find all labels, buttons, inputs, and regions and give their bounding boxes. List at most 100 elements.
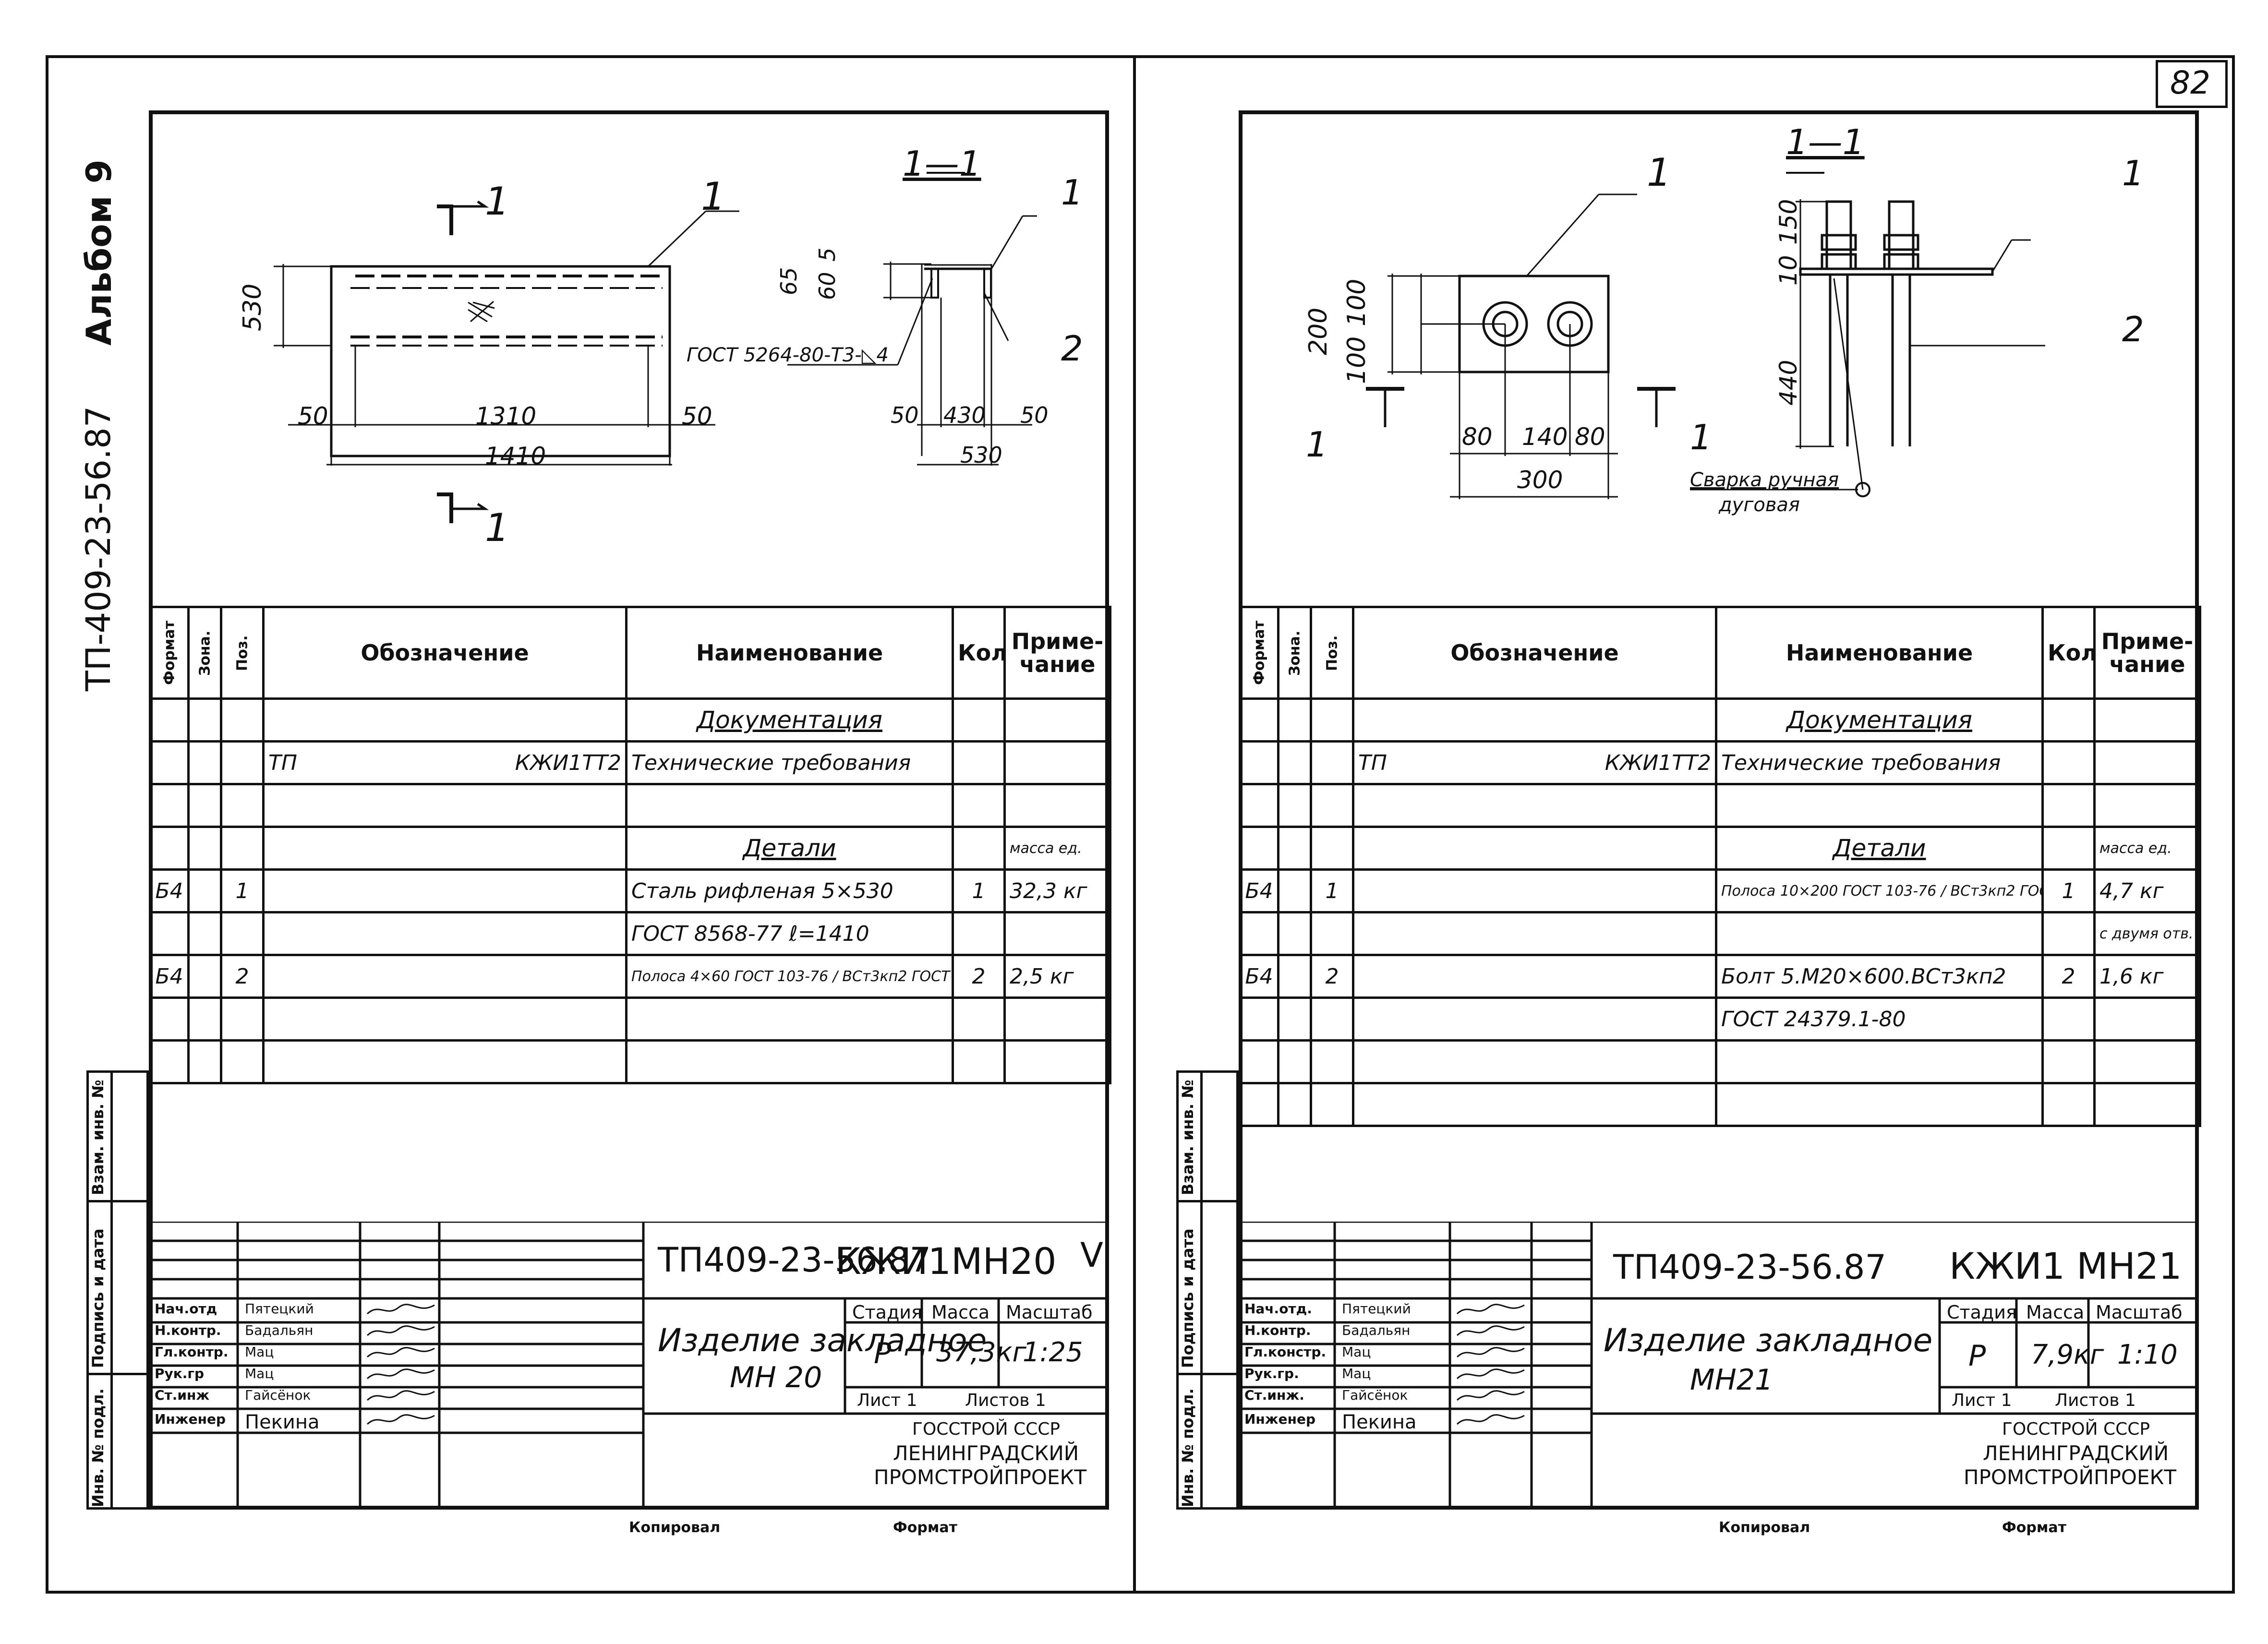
- row-qty: [2041, 783, 2096, 828]
- table-row: [149, 996, 1111, 1042]
- left-stamp-podpis: Подпись и дата: [89, 1228, 107, 1368]
- row-name: Документация: [625, 697, 954, 743]
- signature-name: Гайсёнок: [245, 1387, 311, 1403]
- row-pos: [1310, 1039, 1354, 1084]
- left-side-stamp: [86, 1070, 149, 1510]
- row-pos: [220, 1039, 265, 1084]
- right-sheets: Листов 1: [2055, 1391, 2136, 1410]
- row-pos: [220, 783, 265, 828]
- row-zone: [1277, 740, 1312, 785]
- row-zone: [1277, 954, 1312, 999]
- left-dim-430: 430: [943, 402, 986, 428]
- signature-scribble: [1456, 1390, 1525, 1401]
- row-note: [1003, 996, 1111, 1042]
- signature-name: Мац: [245, 1366, 274, 1381]
- table-row: [1239, 1082, 2201, 1127]
- signature-scribble: [366, 1414, 435, 1425]
- left-stage-h: Стадия: [852, 1302, 922, 1323]
- signature-role: Н.контр.: [1244, 1322, 1311, 1338]
- signature-name: Пятецкий: [1342, 1301, 1411, 1317]
- row-format: [1239, 783, 1279, 828]
- left-leader-1: 1: [701, 174, 725, 219]
- row-format: [1239, 826, 1279, 871]
- left-cut-label-bottom: 1: [485, 505, 509, 550]
- right-org3: ПРОМСТРОЙПРОЕКТ: [1964, 1465, 2176, 1489]
- left-mass: 37,3кг: [936, 1337, 1026, 1368]
- row-name: [1715, 1039, 2044, 1084]
- row-pos: [1310, 911, 1354, 956]
- row-designation: [262, 868, 627, 913]
- row-format: Б4: [1239, 954, 1279, 999]
- row-pos: [220, 996, 265, 1042]
- row-zone: [187, 911, 222, 956]
- col-name-r: Наименование: [1715, 606, 2044, 700]
- row-zone: [187, 996, 222, 1042]
- album-label: Альбом 9: [79, 159, 119, 346]
- row-name: Технические требования: [625, 740, 954, 785]
- signature-name: Пекина: [1342, 1411, 1417, 1433]
- row-qty: [952, 1039, 1006, 1084]
- row-note: 1,6 кг: [2093, 954, 2201, 999]
- left-org1: ГОССТРОЙ СССР: [912, 1419, 1061, 1439]
- right-dim-300: 300: [1517, 466, 1563, 494]
- left-mass-h: Масса: [931, 1302, 990, 1323]
- row-qty: [2041, 1082, 2096, 1127]
- right-title: Изделие закладное: [1604, 1322, 1933, 1359]
- signature-scribble: [366, 1390, 435, 1401]
- right-drawing: [1366, 172, 2045, 499]
- row-qty: 2: [2041, 954, 2096, 999]
- right-scale-h: Масштаб: [2096, 1302, 2183, 1323]
- signature-role: Нач.отд: [155, 1301, 217, 1317]
- row-pos: [220, 826, 265, 871]
- signature-name: Гайсёнок: [1342, 1387, 1408, 1403]
- row-name: Болт 5.М20×600.ВСт3кп2: [1715, 954, 2044, 999]
- left-dim-1410: 1410: [485, 442, 546, 470]
- row-designation: [1352, 826, 1717, 871]
- row-pos: 2: [1310, 954, 1354, 999]
- page-number: 82: [2170, 64, 2210, 101]
- row-designation: [1352, 697, 1717, 743]
- row-note: [1003, 740, 1111, 785]
- row-name: [1715, 911, 2044, 956]
- row-format: [149, 697, 190, 743]
- right-footer-copied: Копировал: [1719, 1519, 1810, 1536]
- right-dim-100a: 100: [1342, 278, 1371, 326]
- table-row: [1239, 1039, 2201, 1084]
- row-qty: [2041, 1039, 2096, 1084]
- col-qty-r: Кол.: [2041, 606, 2096, 700]
- right-footer-format: Формат: [2002, 1519, 2066, 1536]
- signature-role: Ст.инж: [155, 1387, 210, 1403]
- right-mass: 7,9кг: [2031, 1339, 2104, 1370]
- left-side-stamp-div1: [86, 1200, 149, 1202]
- row-qty: 1: [952, 868, 1006, 913]
- row-pos: [1310, 783, 1354, 828]
- row-designation: [1352, 954, 1717, 999]
- row-note: 32,3 кг: [1003, 868, 1111, 913]
- right-weld2: дуговая: [1719, 494, 1800, 516]
- row-zone: [1277, 826, 1312, 871]
- left-dim-530: 530: [238, 283, 267, 331]
- right-sheet: Лист 1: [1952, 1391, 2012, 1410]
- row-name: [1715, 783, 2044, 828]
- row-zone: [187, 783, 222, 828]
- signature-role: Гл.контр.: [155, 1344, 229, 1360]
- row-pos: 2: [220, 954, 265, 999]
- center-divider: [1133, 55, 1136, 1594]
- row-name: ГОСТ 24379.1-80: [1715, 996, 2044, 1042]
- row-note: [1003, 1039, 1111, 1084]
- row-note: [2093, 1039, 2201, 1084]
- right-section-title: 1—1: [1786, 122, 1865, 162]
- row-format: Б4: [149, 954, 190, 999]
- row-note: [2093, 697, 2201, 743]
- row-designation: [262, 826, 627, 871]
- right-stage-h: Стадия: [1947, 1302, 2017, 1323]
- signature-scribble: [1456, 1347, 1525, 1358]
- row-qty: [2041, 911, 2096, 956]
- row-designation: [262, 911, 627, 956]
- row-format: Б4: [149, 868, 190, 913]
- right-weld1: Сварка ручная: [1690, 469, 1839, 491]
- row-format: [1239, 1082, 1279, 1127]
- col-zone-r: Зона.: [1278, 607, 1311, 699]
